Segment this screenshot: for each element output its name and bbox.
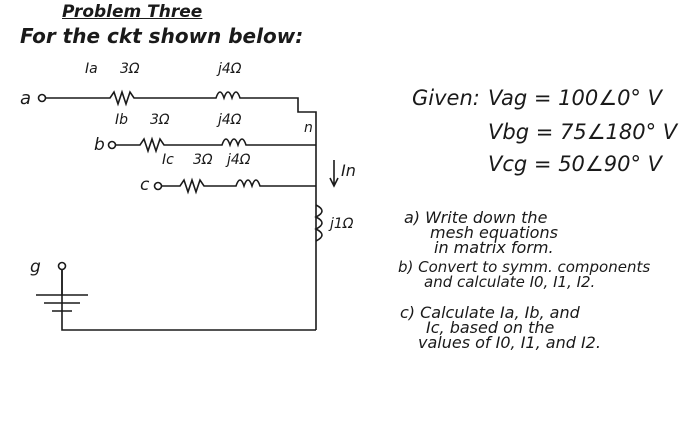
row-c-resistance-label: 3Ω <box>193 152 213 168</box>
node-b-terminal <box>107 140 117 150</box>
row-c-wire <box>162 177 316 195</box>
node-n-label: n <box>304 120 313 136</box>
question-a-line-2: mesh equations <box>430 223 558 242</box>
given-label: Given: <box>412 86 480 110</box>
row-b-current-label: Ib <box>115 112 128 128</box>
question-a: a) Write down the mesh equations in matr… <box>404 208 558 257</box>
question-c: c) Calculate Ia, Ib, and Ic, based on th… <box>400 303 601 352</box>
row-b-wire <box>116 136 316 154</box>
ground-return-wire <box>61 270 316 331</box>
problem-subtitle: For the ckt shown below: <box>20 24 304 48</box>
row-a-reactance-label: j4Ω <box>216 61 242 77</box>
given-vbg: Vbg = 75∠180° V <box>488 120 678 144</box>
node-b-label: b <box>94 135 105 155</box>
problem-title: Problem Three <box>62 2 203 22</box>
question-b-line-1: b) Convert to symm. components <box>398 258 651 276</box>
row-c-reactance-label: j4Ω <box>225 152 251 168</box>
row-a-current-label: Ia <box>85 61 98 77</box>
row-a-resistance-label: 3Ω <box>120 61 140 77</box>
neutral-current-label: In <box>341 161 356 180</box>
row-b-reactance-label: j4Ω <box>216 112 242 128</box>
question-c-line-2: Ic, based on the <box>426 318 555 337</box>
question-c-line-3: values of I0, I1, and I2. <box>418 333 601 352</box>
question-c-line-1: c) Calculate Ia, Ib, and <box>400 303 580 322</box>
row-a-wire <box>46 89 317 330</box>
question-b-line-2: and calculate I0, I1, I2. <box>424 273 596 291</box>
row-b-resistance-label: 3Ω <box>150 112 170 128</box>
given-vcg: Vcg = 50∠90° V <box>488 152 662 176</box>
question-a-line-3: in matrix form. <box>434 238 554 257</box>
node-g-terminal <box>57 261 67 271</box>
node-a-terminal <box>37 93 47 103</box>
row-c-current-label: Ic <box>162 152 174 168</box>
given-vag: Vag = 100∠0° V <box>488 86 662 110</box>
neutral-current-arrow <box>329 160 339 188</box>
ground-impedance-coil <box>314 204 323 242</box>
question-a-line-1: a) Write down the <box>404 208 548 227</box>
node-c-terminal <box>153 181 163 191</box>
node-a-label: a <box>20 88 31 109</box>
question-b: b) Convert to symm. components and calcu… <box>398 260 650 290</box>
node-c-label: c <box>140 175 150 195</box>
node-g-label: g <box>30 257 41 277</box>
ground-impedance-label: j1Ω <box>328 216 354 232</box>
